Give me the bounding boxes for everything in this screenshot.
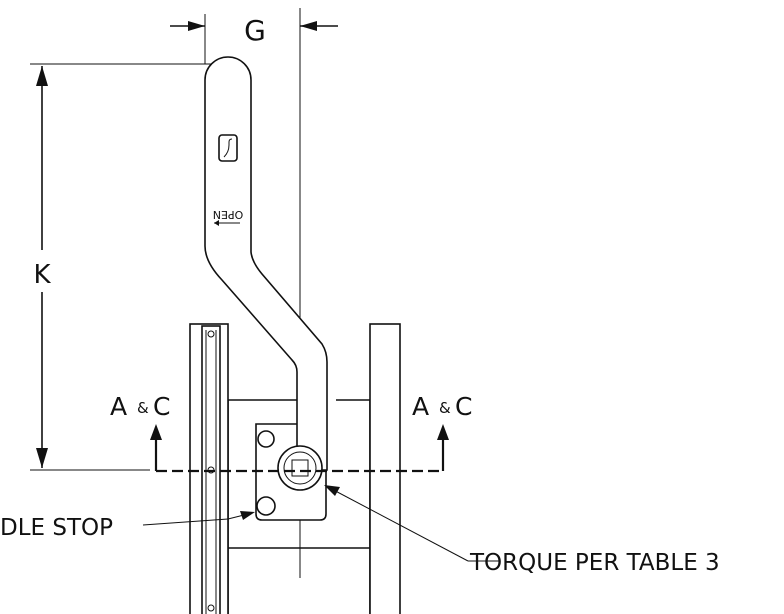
right-flange <box>369 323 401 614</box>
svg-text:C: C <box>153 392 170 421</box>
section-label-right: A & C <box>412 392 472 421</box>
valve-body <box>189 323 401 614</box>
dimension-g: G <box>170 14 338 64</box>
section-label-left: A & C <box>110 392 170 421</box>
stop-pin-upper <box>257 430 275 448</box>
dimension-g-label: G <box>244 14 266 47</box>
valve-handle: OPEN <box>204 56 328 471</box>
handle-open-marking: OPEN <box>213 208 243 221</box>
stem-nut <box>277 445 323 491</box>
svg-text:C: C <box>455 392 472 421</box>
stop-pin-lower <box>256 496 276 516</box>
torque-label: TORQUE PER TABLE 3 <box>469 550 720 576</box>
svg-text:&: & <box>137 399 149 417</box>
svg-text:A: A <box>110 392 127 421</box>
dimension-k-label: K <box>33 260 51 290</box>
svg-text:A: A <box>412 392 429 421</box>
handle-stop-callout: DLE STOP <box>0 511 255 541</box>
svg-text:&: & <box>439 399 451 417</box>
dimension-k: K <box>30 63 228 471</box>
handle-pointer-icon <box>218 134 238 162</box>
handle-stop-label: DLE STOP <box>0 515 113 541</box>
torque-callout: TORQUE PER TABLE 3 <box>324 485 720 576</box>
section-line <box>150 424 449 473</box>
